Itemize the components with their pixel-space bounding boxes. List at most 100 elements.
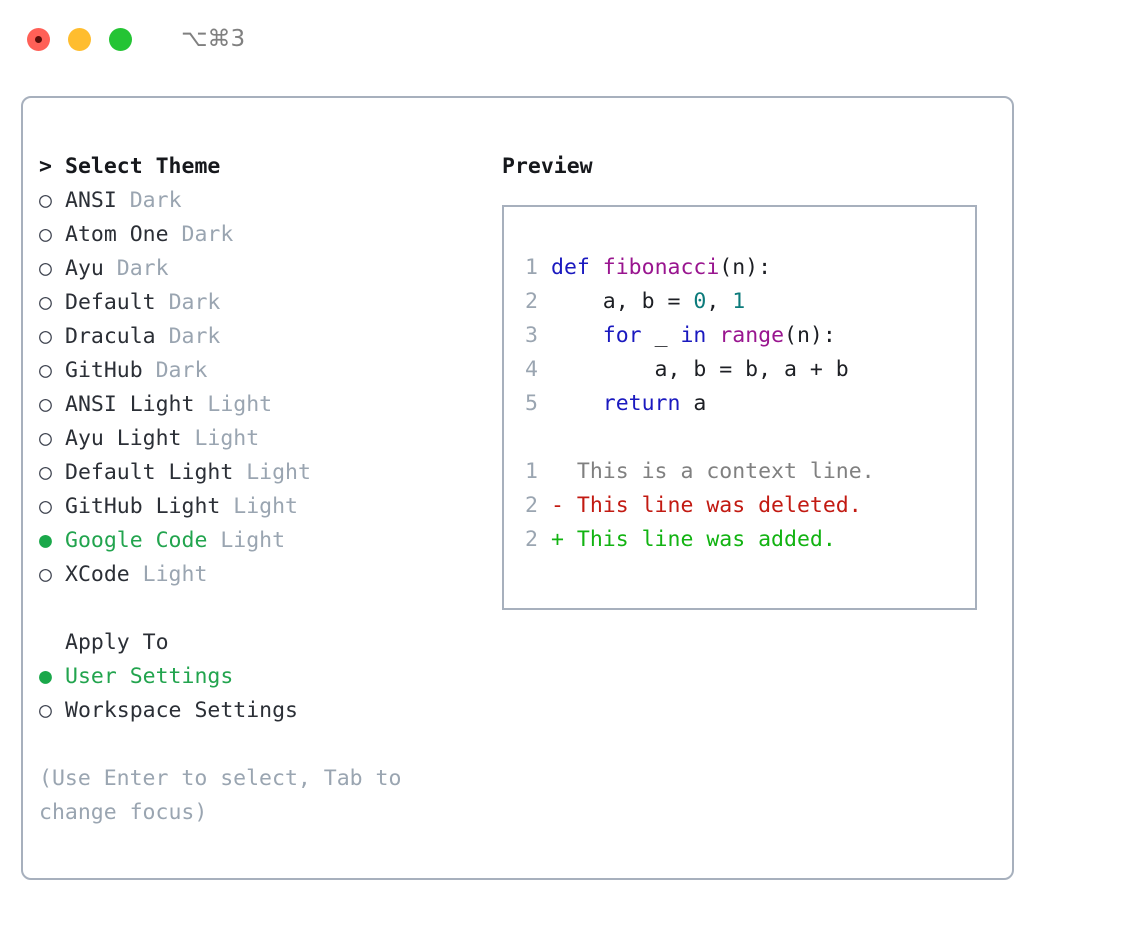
apply-to-item[interactable]: ● User Settings	[39, 660, 489, 694]
theme-name: GitHub Light	[65, 494, 234, 519]
radio-unselected-icon[interactable]: ○	[39, 494, 52, 519]
prompt-caret-icon: >	[39, 154, 52, 179]
theme-category: Light	[142, 562, 208, 587]
code-token: def	[551, 255, 590, 280]
line-number: 2	[525, 493, 538, 518]
theme-name: ANSI Light	[65, 392, 208, 417]
code-token: fibonacci	[602, 255, 720, 280]
theme-category: Light	[207, 392, 273, 417]
main-panel: >Select Theme ○ ANSI Dark ○ Atom One Dark ○ A…	[21, 96, 1014, 880]
line-number: 1	[525, 459, 538, 484]
theme-category: Dark	[181, 222, 234, 247]
theme-name: Default	[65, 290, 169, 315]
theme-name: Ayu	[65, 256, 117, 281]
radio-unselected-icon[interactable]: ○	[39, 256, 52, 281]
line-number: 3	[525, 323, 538, 348]
theme-list-item[interactable]: ● Google Code Light	[39, 524, 489, 558]
keyboard-shortcut-label: ⌥⌘3	[181, 26, 246, 52]
list-spacer	[39, 592, 489, 626]
theme-category: Light	[194, 426, 260, 451]
code-token: 1	[732, 289, 746, 314]
radio-unselected-icon[interactable]: ○	[39, 460, 52, 485]
code-token: in	[680, 323, 707, 348]
theme-category: Dark	[168, 324, 221, 349]
apply-to-heading-marker	[39, 626, 65, 660]
theme-picker-heading: >Select Theme	[39, 150, 489, 184]
theme-list-item[interactable]: ○Ayu Dark	[39, 252, 489, 286]
radio-unselected-icon[interactable]: ○	[39, 222, 52, 247]
theme-list-item[interactable]: ○ Default Light Light	[39, 456, 489, 490]
theme-list-item[interactable]: ○ Ayu Light Light	[39, 422, 489, 456]
apply-to-heading-label: Apply To	[65, 630, 169, 655]
theme-picker: >Select Theme ○ ANSI Dark ○ Atom One Dark ○ A…	[39, 150, 489, 830]
radio-unselected-icon[interactable]: ○	[39, 324, 52, 349]
diff-line-text: + This line was added.	[551, 527, 836, 552]
theme-name: ANSI	[65, 188, 130, 213]
zoom-button[interactable]	[109, 27, 132, 51]
close-button[interactable]	[27, 27, 50, 51]
diff-line-text: This is a context line.	[551, 459, 875, 484]
diff-line: 2 + This line was added.	[504, 523, 975, 557]
theme-name: Ayu Light	[65, 426, 195, 451]
theme-list: ○ ANSI Dark ○ Atom One Dark ○ Ayu Dark ○ Defaul…	[39, 184, 489, 592]
radio-unselected-icon[interactable]: ○	[39, 290, 52, 315]
code-token	[590, 255, 603, 280]
diff-line: 1 This is a context line.	[504, 455, 975, 489]
line-number: 1	[525, 255, 538, 280]
theme-list-item[interactable]: ○ ANSI Light Light	[39, 388, 489, 422]
line-number: 2	[525, 527, 538, 552]
theme-category: Light	[220, 528, 286, 553]
radio-unselected-icon[interactable]: ○	[39, 426, 52, 451]
code-token: (n):	[719, 255, 772, 280]
theme-list-item[interactable]: ○Default Dark	[39, 286, 489, 320]
code-line: 3 for _ in range(n):	[504, 319, 975, 353]
diff-line: 2- This line was deleted.	[504, 489, 975, 523]
code-token: 0	[693, 289, 707, 314]
apply-to-list: ● User Settings ○ Workspace Settings	[39, 660, 489, 728]
code-token	[551, 323, 603, 348]
radio-unselected-icon[interactable]: ○	[39, 188, 52, 213]
minimize-button[interactable]	[68, 27, 91, 51]
radio-unselected-icon[interactable]: ○	[39, 698, 52, 723]
code-token	[551, 391, 603, 416]
line-number: 2	[525, 289, 538, 314]
theme-category: Dark	[155, 358, 208, 383]
code-token: range	[719, 323, 785, 348]
diff-sample: 1 This is a context line.2- This line wa…	[504, 455, 975, 557]
theme-list-item[interactable]: ○GitHub Dark	[39, 354, 489, 388]
code-token: a	[680, 391, 707, 416]
window-controls	[27, 27, 132, 51]
radio-unselected-icon[interactable]: ○	[39, 358, 52, 383]
radio-selected-icon[interactable]: ●	[39, 528, 52, 553]
theme-name: Default Light	[65, 460, 247, 485]
theme-list-item[interactable]: ○ANSI Dark	[39, 184, 489, 218]
radio-selected-icon[interactable]: ●	[39, 664, 52, 689]
theme-name: XCode	[65, 562, 143, 587]
theme-name: Dracula	[65, 324, 169, 349]
title-bar: ⌥⌘3	[0, 0, 1140, 78]
theme-name: Atom One	[65, 222, 182, 247]
theme-list-item[interactable]: ○ XCode Light	[39, 558, 489, 592]
apply-to-heading: Apply To	[39, 626, 489, 660]
radio-unselected-icon[interactable]: ○	[39, 392, 52, 417]
theme-category: Light	[246, 460, 311, 485]
code-token: _	[641, 323, 681, 348]
code-line: 2 a, b = 0, 1	[504, 285, 975, 319]
code-token: a, b =	[551, 289, 694, 314]
theme-list-item[interactable]: ○ Atom One Dark	[39, 218, 489, 252]
theme-name: Google Code	[65, 528, 221, 553]
apply-to-label: User Settings	[65, 664, 234, 689]
code-token	[706, 323, 719, 348]
theme-list-item[interactable]: ○GitHub Light Light	[39, 490, 489, 524]
theme-list-item[interactable]: ○ Dracula Dark	[39, 320, 489, 354]
apply-to-item[interactable]: ○ Workspace Settings	[39, 694, 489, 728]
code-token: a, b = b, a + b	[551, 357, 849, 382]
preview-title: Preview	[502, 154, 593, 179]
apply-to-label: Workspace Settings	[65, 698, 298, 723]
code-token: for	[602, 323, 642, 348]
radio-unselected-icon[interactable]: ○	[39, 562, 52, 587]
code-line: 1 def fibonacci(n):	[504, 251, 975, 285]
